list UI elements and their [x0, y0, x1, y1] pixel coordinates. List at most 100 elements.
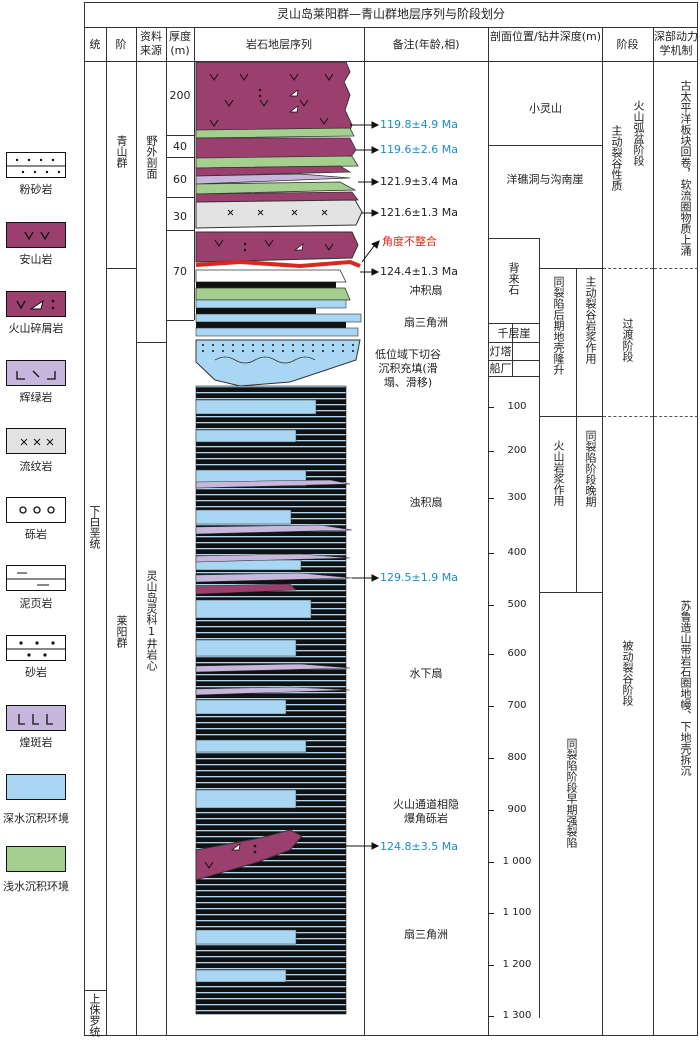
- thickness-value: 30: [173, 210, 187, 223]
- valley-dots: [196, 340, 360, 354]
- facies-label: 扇三角洲: [404, 316, 448, 329]
- header-stage: 阶段: [616, 38, 639, 51]
- depth-tick: [488, 758, 494, 759]
- shallow-water-layer: [195, 127, 355, 139]
- age-label: 119.8±4.9 Ma: [380, 118, 458, 131]
- conglomerate-layer: [195, 269, 347, 283]
- rhyolite-layer: [195, 199, 363, 229]
- unconformity-line: [195, 259, 361, 269]
- depth-label: 1 100: [502, 907, 532, 918]
- title-divider: [84, 27, 698, 28]
- col-divider-2: [136, 27, 137, 1036]
- depth-tick: [488, 706, 494, 707]
- shale-pattern-icon: [6, 565, 66, 591]
- col-divider-1: [106, 27, 107, 1036]
- series-divider: [84, 990, 106, 991]
- depth-label: 1 200: [502, 959, 532, 970]
- andesite-layer: [195, 165, 352, 177]
- subphase-label: 同裂陷后期地壳隆升: [552, 276, 565, 375]
- stage-label: 被动裂谷阶段: [621, 640, 634, 706]
- depth-tick: [488, 605, 494, 606]
- age-label: 129.5±1.9 Ma: [380, 571, 458, 584]
- age-label: 121.6±1.3 Ma: [380, 206, 458, 219]
- depth-label: 900: [507, 804, 527, 815]
- header-position: 剖面位置/钻井深度(m): [489, 30, 601, 43]
- facies-label: 低位域下切谷沉积充填(滑塌、滑移): [375, 348, 441, 389]
- andesite-layer: [195, 137, 357, 159]
- depth-label: 400: [507, 547, 527, 558]
- depth-tick: [488, 810, 494, 811]
- age-label: 121.9±3.4 Ma: [380, 175, 458, 188]
- diabase-pattern-icon: [6, 360, 66, 386]
- header-lithology: 岩石地层序列: [246, 38, 312, 51]
- thickness-value: 40: [173, 140, 187, 153]
- deep-water-layer: [195, 327, 359, 337]
- age-label: 124.4±1.3 Ma: [380, 265, 458, 278]
- thickness-value: 70: [173, 265, 187, 278]
- age-label: 119.6±2.6 Ma: [380, 143, 458, 156]
- dynamics-label: 苏鲁造山带岩石圈地幔、下地壳拆沉: [679, 600, 692, 776]
- andesite-layer: [195, 61, 353, 136]
- legend-label-rhyolite: 流纹岩: [19, 460, 53, 473]
- black-bed: [196, 322, 346, 328]
- depth-label: 700: [507, 700, 527, 711]
- series-lower-cretaceous: 下白垩统: [88, 505, 101, 549]
- sandstone-pattern-icon: [6, 635, 66, 661]
- rhyolite-pattern-icon: [6, 428, 66, 454]
- rhyolite-symbols: [227, 209, 328, 216]
- pos-divider-v: [576, 416, 577, 592]
- subphase-label: 火山岩浆作用: [552, 440, 565, 506]
- header-remarks: 备注(年龄,相): [392, 38, 460, 51]
- age-arrows: [302, 121, 380, 850]
- header-divider: [84, 61, 698, 62]
- col-divider-6: [488, 27, 489, 1036]
- pos-divider-v: [576, 268, 577, 416]
- subphase-label: 主动裂谷岩浆作用: [584, 276, 597, 364]
- legend-label-diabase: 辉绿岩: [19, 391, 53, 404]
- andesite-symbols: [209, 73, 334, 127]
- black-bed: [196, 308, 316, 314]
- volcanic-conduit-breccia: [195, 829, 303, 881]
- table-border: [84, 2, 698, 1036]
- thickness-value: 200: [169, 89, 191, 102]
- shallow-water-layer: [195, 155, 359, 169]
- depth-label: 1 000: [502, 856, 532, 867]
- depth-tick: [488, 1016, 494, 1017]
- depth-label: 200: [507, 445, 527, 456]
- header-dynamics: 深部动力学机制: [654, 30, 698, 57]
- pos-divider: [489, 342, 539, 343]
- group-divider: [106, 268, 136, 269]
- col-divider-5: [364, 27, 365, 1036]
- pos-divider-v: [539, 238, 540, 1018]
- legend-label-pyroclastic: 火山碎屑岩: [8, 322, 64, 335]
- thk-div-3: [166, 197, 194, 198]
- pos-divider-v: [512, 323, 513, 376]
- pos-divider: [539, 268, 602, 269]
- legend-label-shallowwater: 浅水沉积环境: [3, 880, 69, 893]
- depth-tick: [488, 913, 494, 914]
- stage-dash-divider: [603, 416, 653, 417]
- depth-tick: [488, 654, 494, 655]
- col-divider-3: [166, 27, 167, 1036]
- depth-tick: [488, 451, 494, 452]
- thk-div-2: [166, 157, 194, 158]
- dynamics-dash-divider: [654, 268, 698, 269]
- legend-label-lamprophyre: 煌斑岩: [19, 736, 53, 749]
- depth-tick: [488, 862, 494, 863]
- facies-label: 浊积扇: [409, 496, 443, 509]
- thickness-value: 60: [173, 173, 187, 186]
- source-divider: [136, 342, 166, 343]
- dynamics-dash-divider: [654, 416, 698, 417]
- pos-divider: [489, 323, 539, 324]
- legend-label-shale: 泥页岩: [19, 597, 53, 610]
- pyroclastic-layer: [195, 231, 359, 263]
- deep-water-layer: [195, 299, 347, 309]
- pos-divider: [489, 145, 602, 146]
- col-divider-8: [653, 27, 654, 1036]
- pyroclastic-pattern-icon: [6, 291, 66, 317]
- header-thickness: 厚度(m): [169, 30, 191, 57]
- legend-label-conglomerate: 砾岩: [25, 528, 47, 541]
- stage-label: 主动裂谷性质: [610, 125, 623, 191]
- source-well: 灵山岛灵科1井岩心: [145, 570, 158, 671]
